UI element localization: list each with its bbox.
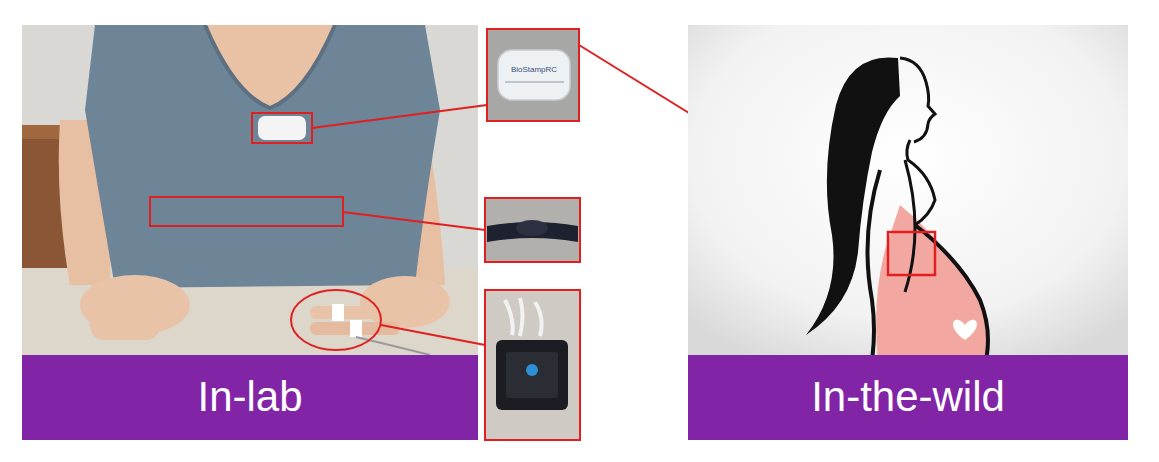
lab-photo bbox=[22, 25, 478, 355]
caption-band: In-lab bbox=[22, 355, 478, 440]
band-label: In-the-wild bbox=[811, 374, 1005, 420]
band-label: In-lab bbox=[197, 374, 302, 420]
device-logo: BioStampRC bbox=[498, 66, 570, 74]
pregnant-woman-illustration bbox=[688, 25, 1128, 355]
caption-band: In-the-wild bbox=[688, 355, 1128, 440]
